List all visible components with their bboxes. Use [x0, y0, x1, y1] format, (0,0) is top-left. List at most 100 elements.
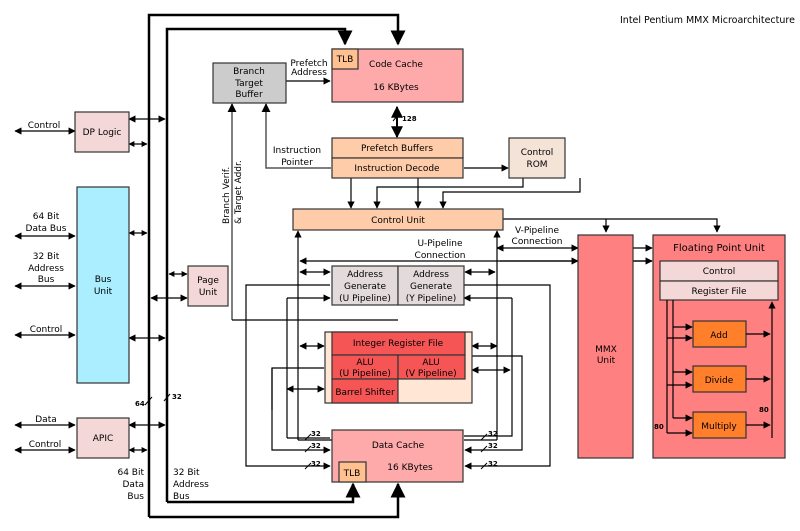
width-32-dc-r1: 32 [488, 430, 498, 438]
addr-bus-label-3: Bus [38, 275, 55, 285]
addr-bus-label-1: 32 Bit [33, 252, 60, 262]
width-32-dc-r2: 32 [488, 442, 498, 450]
control-rom-block [508, 137, 566, 179]
fpu-multiply-label: Multiply [701, 422, 737, 432]
int-reg-file-label: Integer Register File [353, 339, 444, 349]
alu-u-label-2: (U Pipeline) [339, 369, 391, 379]
v-pipeline-label-1: V-Pipeline [515, 226, 560, 236]
addr-gen-v-block [397, 265, 465, 306]
code-cache-tlb [331, 48, 359, 70]
u-pipeline-label-2: Connection [415, 251, 466, 261]
apic-label: APIC [93, 434, 114, 444]
page-unit-label-2: Unit [199, 288, 218, 298]
bottom-addr-bus-label-3: Bus [173, 492, 190, 502]
code-cache-tlb-label: TLB [336, 55, 354, 65]
page-unit-block [187, 265, 229, 307]
control-unit-label: Control Unit [371, 216, 425, 226]
bus-unit-label-1: Bus [95, 275, 112, 285]
apic-control-label: Control [29, 440, 62, 450]
btb-label-2: Target [234, 79, 263, 89]
fpu-register-file-label: Register File [692, 287, 747, 297]
alu-v-label-2: (V Pipeline) [405, 369, 456, 379]
agu-v-label-1: Address [413, 270, 449, 280]
bottom-addr-bus-label-2: Address [173, 480, 209, 490]
mmx-label-2: Unit [597, 356, 616, 366]
instruction-pointer-label-1: Instruction [273, 146, 321, 156]
agu-v-label-2: Generate [410, 282, 452, 292]
bottom-addr-bus-label-1: 32 Bit [173, 468, 200, 478]
prefetch-address-label-1: Prefetch [290, 59, 327, 69]
page-unit-label-1: Page [197, 276, 219, 286]
code-cache-size: 16 KBytes [373, 83, 419, 93]
mmx-label-1: MMX [595, 345, 617, 355]
instruction-pointer-label-2: Pointer [281, 158, 313, 168]
bus-control-label: Control [30, 325, 63, 335]
fpu-divide-label: Divide [705, 376, 734, 386]
data-bus-bottom [149, 482, 406, 519]
address-bus-bottom [167, 482, 361, 504]
data-cache-size: 16 KBytes [387, 463, 433, 473]
bottom-data-bus-label-3: Bus [127, 492, 144, 502]
instruction-decode-label: Instruction Decode [354, 164, 440, 174]
v-pipeline-label-2: Connection [512, 237, 563, 247]
agu-v-label-3: (Y Pipeline) [406, 294, 457, 304]
bottom-data-bus-label-1: 64 Bit [117, 468, 144, 478]
fpu-add-label: Add [710, 331, 727, 341]
fpu-register-file-block [659, 280, 779, 301]
addr-gen-u-block [331, 265, 399, 306]
control-unit-block [292, 208, 504, 231]
bus-unit-block [76, 186, 130, 384]
branch-target-buffer-block [212, 62, 287, 104]
prefetch-buffers-label: Prefetch Buffers [361, 144, 433, 154]
prefetch-address-label-2: Address [291, 68, 327, 78]
branch-verif-label-2: & Target Addr. [234, 160, 244, 224]
width-80-left: 80 [654, 423, 664, 431]
code-cache-name: Code Cache [369, 60, 423, 70]
btb-label-1: Branch [233, 67, 265, 77]
width-32-dc-l3: 32 [311, 460, 321, 468]
control-rom-label-1: Control [521, 148, 554, 158]
apic-data-label: Data [35, 415, 57, 425]
width-32-label: 32 [172, 393, 182, 401]
main-buses [147, 13, 406, 519]
addr-bus-label-2: Address [28, 264, 64, 274]
barrel-shifter-label: Barrel Shifter [335, 388, 395, 398]
btb-label-3: Buffer [235, 90, 263, 100]
data-cache-tlb [338, 461, 367, 483]
width-64-label: 64 [135, 400, 145, 408]
bottom-data-bus-label-2: Data [123, 480, 145, 490]
agu-u-label-3: (U Pipeline) [339, 294, 391, 304]
u-pipeline-label-1: U-Pipeline [417, 239, 463, 249]
dp-control-label: Control [28, 121, 61, 131]
alu-v-label-1: ALU [422, 358, 439, 368]
barrel-shifter-block [331, 378, 399, 404]
branch-verif-label-1: Branch Verif. [222, 167, 232, 224]
data-cache-tlb-label: TLB [343, 469, 361, 479]
dp-logic-label: DP Logic [83, 128, 122, 138]
fpu-wiring [666, 300, 776, 438]
fpu-control-label: Control [703, 267, 736, 277]
data-cache-name: Data Cache [372, 441, 425, 451]
width-32-dc-r3: 32 [488, 460, 498, 468]
fpu-add-block [692, 320, 747, 348]
width-80-right: 80 [759, 406, 769, 414]
diagram-title: Intel Pentium MMX Microarchitecture [620, 15, 795, 26]
width-32-dc-l2: 32 [311, 442, 321, 450]
data-bus-label-1: 64 Bit [33, 212, 60, 222]
instruction-decode-block [331, 157, 464, 179]
fpu-title: Floating Point Unit [673, 243, 765, 254]
external-connections [14, 115, 188, 454]
width-128-label: 128 [402, 115, 417, 123]
data-bus-label-2: Data Bus [26, 224, 67, 234]
mmx-unit-block [577, 234, 634, 459]
control-rom-label-2: ROM [526, 160, 547, 170]
apic-block [76, 417, 130, 459]
agu-u-label-1: Address [347, 270, 383, 280]
internal-connections [227, 77, 721, 470]
alu-u-label-1: ALU [356, 358, 373, 368]
width-32-dc-l1: 32 [311, 430, 321, 438]
data-bus-line [147, 13, 406, 517]
agu-u-label-2: Generate [344, 282, 386, 292]
bus-unit-label-2: Unit [94, 287, 113, 297]
